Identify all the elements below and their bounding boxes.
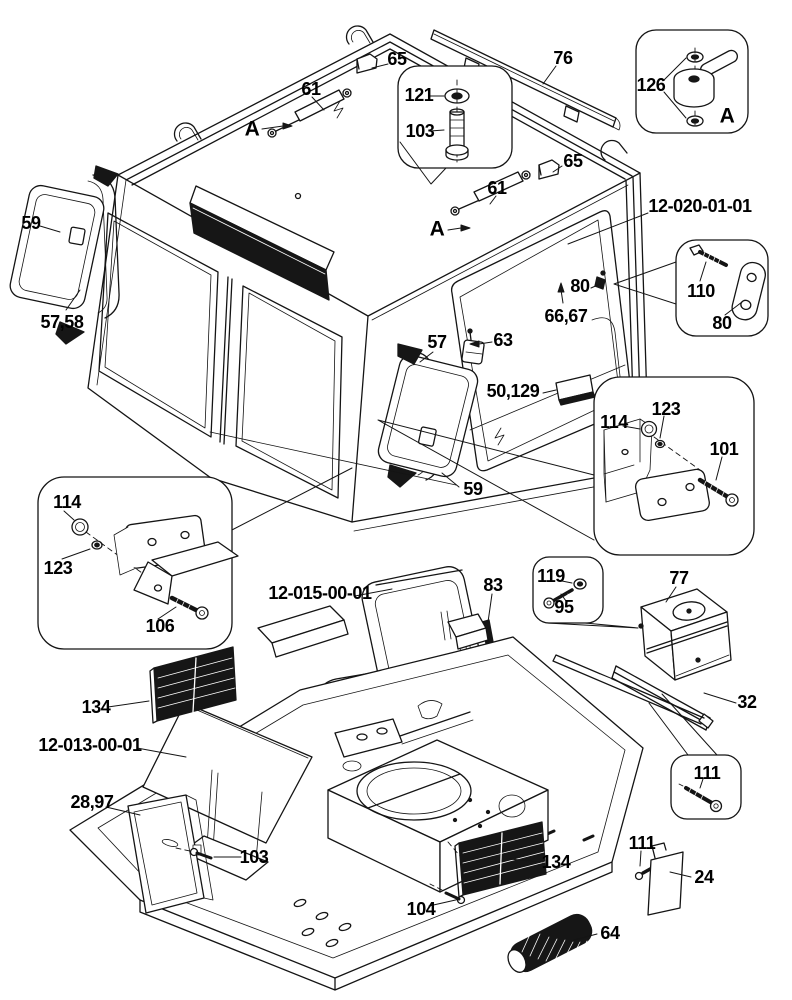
mirror-center-57 xyxy=(377,343,479,488)
callout-65-8: 65 xyxy=(563,151,583,171)
callout-114-21: 114 xyxy=(600,412,628,432)
floor-trim-rail xyxy=(552,654,705,725)
callout-64-43: 64 xyxy=(600,923,620,943)
vent-grille-lower-134 xyxy=(454,821,547,898)
leader-lines xyxy=(39,63,743,941)
callout-A-3: A xyxy=(719,104,735,128)
callout-61-6: 61 xyxy=(301,79,321,99)
callout-103-38: 103 xyxy=(239,847,269,867)
inset-126-view-a xyxy=(635,29,749,134)
callout-76-1: 76 xyxy=(553,48,573,68)
callout-126-2: 126 xyxy=(636,75,666,95)
bracket-63 xyxy=(461,328,485,365)
callout-59-12: 59 xyxy=(21,213,41,233)
callout-24-41: 24 xyxy=(694,867,714,887)
callout-106-27: 106 xyxy=(145,616,175,636)
callout-66-67-16: 66,67 xyxy=(544,306,588,326)
callout-111-36: 111 xyxy=(693,763,721,783)
callout-110-14: 110 xyxy=(687,281,715,301)
vent-grille-upper-134 xyxy=(149,646,237,724)
callout-134-33: 134 xyxy=(81,697,111,717)
callout-123-22: 123 xyxy=(651,399,681,419)
callout-114-25: 114 xyxy=(53,492,81,512)
callout-104-42: 104 xyxy=(406,899,436,919)
callout-123-26: 123 xyxy=(43,558,73,578)
callout-A-10: A xyxy=(429,217,445,241)
callout-12-015-00-01-28: 12-015-00-01 xyxy=(268,583,372,603)
callout-134-39: 134 xyxy=(541,852,571,872)
inset-114-123-101 xyxy=(377,376,755,556)
inset-121-103 xyxy=(397,65,513,185)
callout-12-020-01-01-11: 12-020-01-01 xyxy=(648,196,752,216)
hose-64 xyxy=(507,913,593,973)
callout-50-129-20: 50,129 xyxy=(486,381,540,401)
inset-119-95 xyxy=(532,556,639,629)
callout-111-40: 111 xyxy=(628,833,656,853)
box-77 xyxy=(638,588,732,681)
callout-12-013-00-01-35: 12-013-00-01 xyxy=(38,735,142,755)
callout-61-9: 61 xyxy=(487,178,507,198)
plate-24 xyxy=(647,842,684,916)
callout-121-4: 121 xyxy=(404,85,434,105)
callout-77-32: 77 xyxy=(669,568,689,588)
callout-59-24: 59 xyxy=(463,479,483,499)
callout-A-7: A xyxy=(244,117,260,141)
floor-plate-12-013 xyxy=(69,636,662,991)
callout-83-29: 83 xyxy=(483,575,503,595)
inset-111 xyxy=(648,693,742,820)
plate-50-129 xyxy=(555,374,596,406)
callout-101-23: 101 xyxy=(709,439,739,459)
callout-63-19: 63 xyxy=(493,330,513,350)
inset-110-80 xyxy=(613,239,769,337)
callout-57-18: 57 xyxy=(427,332,447,352)
callout-80-13: 80 xyxy=(570,276,590,296)
mirror-left-57-58 xyxy=(9,165,120,345)
callout-119-30: 119 xyxy=(537,566,565,586)
callout-95-31: 95 xyxy=(554,597,574,617)
callout-103-5: 103 xyxy=(405,121,435,141)
callout-28-97-37: 28,97 xyxy=(70,792,114,812)
inset-114-123-106 xyxy=(37,467,353,650)
callout-65-0: 65 xyxy=(387,49,407,69)
callout-32-34: 32 xyxy=(737,692,757,712)
callout-57-58-17: 57,58 xyxy=(40,312,84,332)
callout-80-15: 80 xyxy=(712,313,732,333)
